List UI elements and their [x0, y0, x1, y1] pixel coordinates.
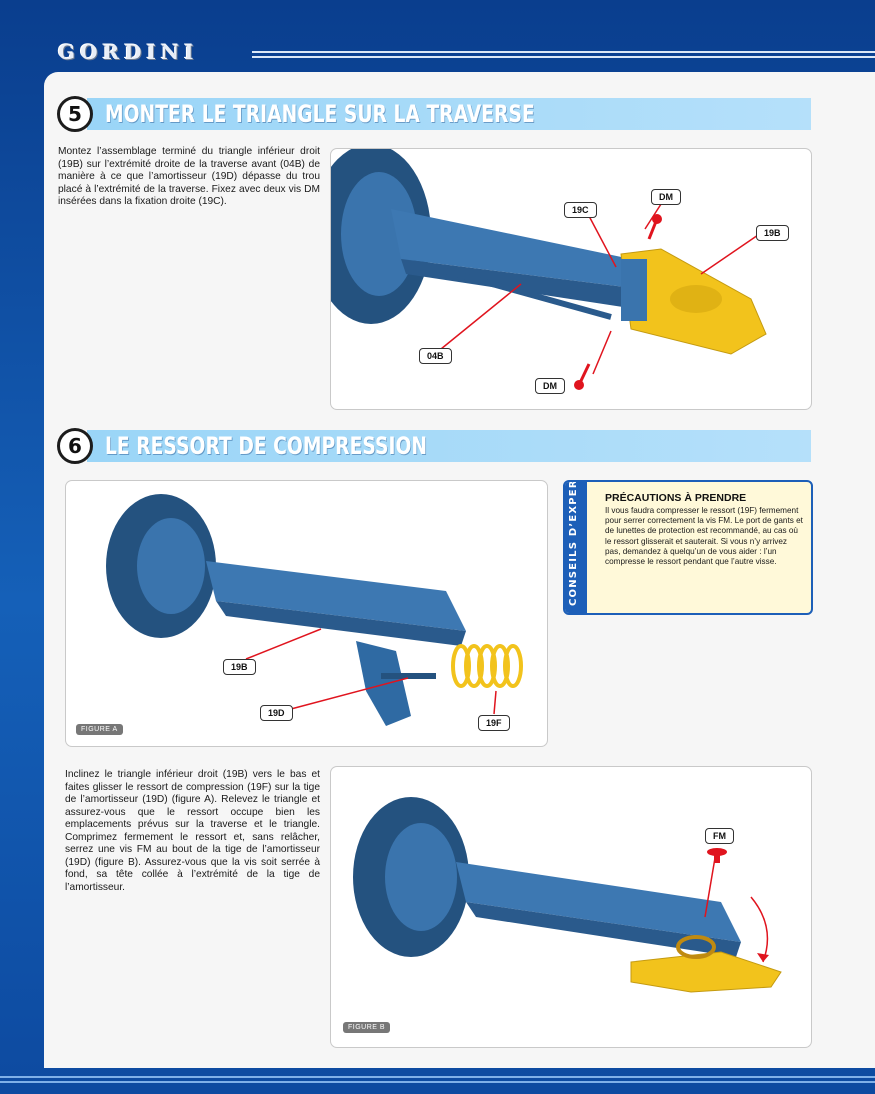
step-5-text: Montez l’assemblage terminé du triangle … — [58, 146, 320, 207]
callout-19f: 19F — [478, 715, 510, 731]
expert-title: PRÉCAUTIONS À PRENDRE — [605, 492, 747, 504]
crossmember-shadow — [216, 601, 466, 646]
step-title: MONTER LE TRIANGLE SUR LA TRAVERSE — [105, 100, 535, 128]
callout-19b: 19B — [223, 659, 256, 675]
leader-line — [588, 215, 617, 268]
step-title: LE RESSORT DE COMPRESSION — [105, 432, 428, 460]
arrow-head — [757, 953, 769, 962]
spring-19f-icon — [451, 644, 523, 688]
leader-line — [290, 677, 409, 710]
expert-text: Il vous faudra compresser le ressort (19… — [605, 506, 803, 567]
wheel-hub-icon — [137, 518, 205, 614]
screw-shaft — [577, 363, 591, 386]
expert-tip-box: CONSEILS D’EXPERT PRÉCAUTIONS À PRENDRE … — [563, 480, 813, 615]
screw-fm-icon — [707, 848, 727, 856]
step-6-text: Inclinez le triangle inférieur droit (19… — [65, 769, 320, 893]
figure-step5: 19C DM 19B 04B DM — [330, 148, 812, 410]
spring-19f-icon — [676, 935, 716, 959]
callout-fm: FM — [705, 828, 734, 844]
figure-b-tag: FIGURE B — [343, 1022, 391, 1033]
footer-rule — [0, 1076, 875, 1078]
step-number: 6 — [57, 428, 93, 464]
callout-dm-top: DM — [651, 189, 681, 205]
figure-b-illustration — [353, 797, 782, 993]
figure-a: 19B 19D 19F FIGURE A — [65, 480, 548, 747]
rotation-arrow-icon — [750, 896, 769, 963]
leader-line — [592, 330, 612, 375]
brand-logo: GORDINI — [58, 40, 199, 64]
crossmember-icon — [391, 209, 641, 289]
expert-side-bar: CONSEILS D’EXPERT — [565, 482, 587, 613]
crossmember-shadow — [466, 902, 741, 957]
step-bar: MONTER LE TRIANGLE SUR LA TRAVERSE — [87, 98, 811, 130]
triangle-19b-icon — [630, 951, 782, 993]
callout-dm-bottom: DM — [535, 378, 565, 394]
screw-shaft — [647, 218, 659, 240]
leader-line — [245, 628, 322, 660]
triangle-cup — [670, 285, 722, 313]
step-number: 5 — [57, 96, 93, 132]
callout-19b: 19B — [756, 225, 789, 241]
callout-19d: 19D — [260, 705, 293, 721]
callout-04b: 04B — [419, 348, 452, 364]
footer-rule — [0, 1081, 875, 1083]
leader-line — [493, 690, 497, 715]
header-rule — [252, 51, 875, 53]
tie-rod-icon — [430, 264, 612, 320]
figure-a-tag: FIGURE A — [76, 724, 123, 735]
step-bar: LE RESSORT DE COMPRESSION — [87, 430, 811, 462]
mount-19c-icon — [621, 259, 647, 321]
wheel-hub-icon — [385, 823, 457, 931]
crossmember-icon — [456, 862, 741, 942]
figure-a-illustration — [106, 494, 523, 726]
crossmember-icon — [206, 561, 466, 631]
leader-line — [700, 232, 762, 275]
expert-side-label: CONSEILS D’EXPERT — [568, 480, 579, 606]
leader-line — [440, 283, 522, 350]
triangle-19b-icon — [356, 641, 411, 726]
figure-b: FM FIGURE B — [330, 766, 812, 1048]
header-rule — [252, 56, 875, 58]
screw-shaft — [714, 853, 720, 863]
callout-19c: 19C — [564, 202, 597, 218]
step5-illustration — [331, 149, 767, 390]
wheel-hub-icon — [341, 172, 417, 296]
